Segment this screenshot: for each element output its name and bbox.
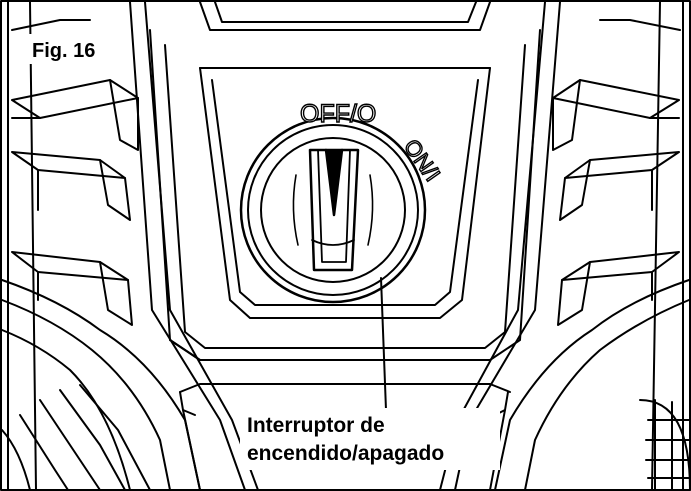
callout-line-2: encendido/apagado bbox=[247, 442, 444, 465]
figure-label: Fig. 16 bbox=[32, 40, 95, 62]
off-label: OFF/O bbox=[300, 100, 376, 128]
switch-panel bbox=[149, 29, 541, 361]
rotary-switch bbox=[239, 116, 427, 304]
wheel bbox=[639, 399, 691, 491]
callout-leader bbox=[380, 277, 387, 411]
callout-line-1: Interruptor de bbox=[247, 414, 385, 437]
callout-box bbox=[240, 408, 500, 470]
on-label: ON/I bbox=[399, 135, 445, 186]
left-housing bbox=[1, 1, 259, 491]
top-recess bbox=[199, 1, 491, 31]
figure-label-box bbox=[22, 34, 118, 64]
